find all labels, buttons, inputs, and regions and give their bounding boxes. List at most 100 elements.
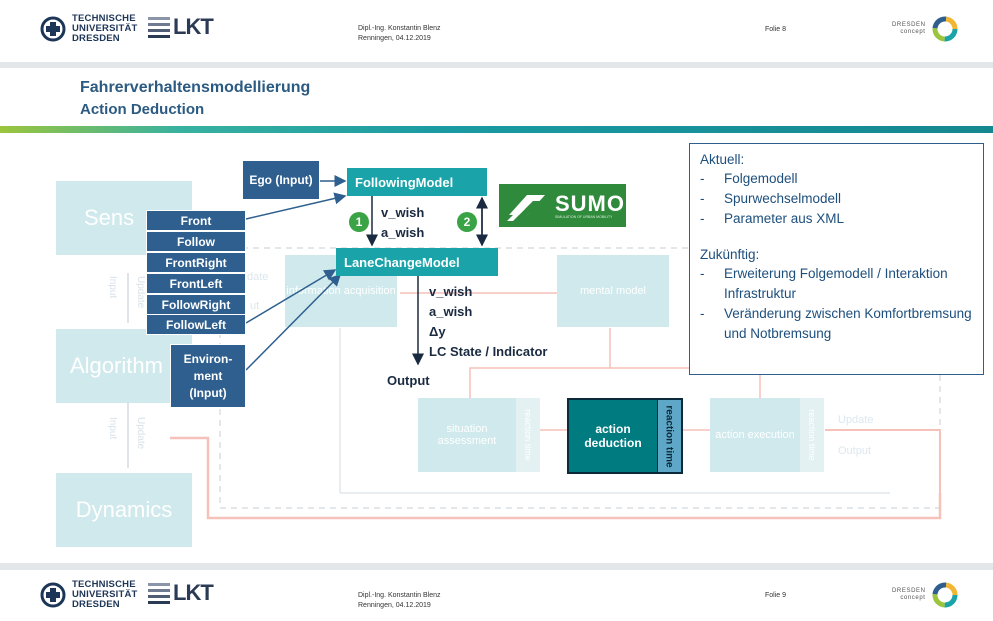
lkt-text: LKT	[173, 14, 214, 39]
fm-out-v-wish: v_wish	[381, 205, 425, 220]
header-date: Renningen, 04.12.2019	[358, 35, 431, 42]
input-follow-right-label: FollowRight	[161, 297, 231, 312]
aktuell-heading: Aktuell:	[700, 152, 745, 167]
bg-update-right: Update	[838, 414, 874, 426]
tud-line-3: DRESDEN	[72, 33, 120, 44]
bg-output-left: ut	[250, 300, 260, 312]
bg-reaction-time-1: reaction time	[516, 398, 540, 472]
input-front-right-label: FrontRight	[165, 255, 227, 270]
input-front-left: FrontLeft	[146, 273, 246, 294]
input-front-label: Front	[180, 213, 212, 228]
footer-tud-line-2: UNIVERSITÄT	[72, 589, 138, 600]
step-2-badge: 2	[457, 212, 477, 232]
action-deduction-block: action deduction reaction time	[567, 398, 683, 474]
slide-title: Fahrerverhaltensmodellierung	[80, 79, 311, 96]
aktuell-item: -Folgemodell	[700, 171, 798, 186]
footer-author: Dipl.-Ing. Konstantin Blenz	[358, 592, 441, 599]
footer-tud-line-1: TECHNISCHE	[72, 579, 136, 590]
lcm-out-a-wish: a_wish	[429, 304, 473, 319]
sumo-text: SUMO	[555, 190, 625, 216]
input-front-left-label: FrontLeft	[169, 276, 223, 291]
bg-action-execution-label: action execution	[715, 429, 795, 441]
bg-sens-label: Sens	[84, 205, 135, 230]
environment-input-box: Environ- ment (Input)	[170, 344, 246, 408]
dd-line-1: DRESDEN	[892, 22, 926, 28]
footer-slide-number: Folie 9	[765, 592, 787, 599]
reaction-time-label: reaction time	[664, 404, 675, 468]
zukunft-item: -Veränderung zwischen Komfortbremsung un…	[700, 306, 972, 341]
dresden-concept-ring-icon	[932, 582, 958, 608]
footer-tud-line-3: DRESDEN	[72, 599, 120, 610]
footer-tud-logo: TECHNISCHE UNIVERSITÄT DRESDEN	[40, 580, 138, 610]
following-model-label: FollowingModel	[355, 174, 454, 190]
footer-lkt-logo: LKT	[148, 580, 214, 606]
bg-mental-model: mental model	[557, 255, 669, 327]
zukunft-item: -Erweiterung Folgemodell / Interaktion I…	[700, 266, 948, 301]
zukunft-list: -Erweiterung Folgemodell / Interaktion I…	[700, 264, 973, 344]
slide-header: TECHNISCHE UNIVERSITÄT DRESDEN LKT Dipl.…	[0, 0, 993, 62]
sumo-subtext: SIMULATION OF URBAN MOBILITY	[555, 214, 613, 219]
header-meta: Dipl.-Ing. Konstantin Blenz Renningen, 0…	[358, 24, 441, 44]
input-front-right: FrontRight	[146, 252, 246, 273]
sumo-emblem-icon	[507, 194, 545, 221]
following-model-box: FollowingModel	[347, 168, 487, 196]
dresden-concept-logo: DRESDEN concept	[892, 14, 960, 44]
bg-output-right: Output	[838, 445, 872, 457]
dd-line-2: concept	[900, 29, 926, 35]
action-deduction-label: action deduction	[584, 422, 642, 450]
aktuell-list: -Folgemodell -Spurwechselmodell -Paramet…	[700, 169, 973, 229]
ego-input-box: Ego (Input)	[242, 160, 320, 200]
lane-change-model-outputs: v_wish a_wish Δy LC State / Indicator	[429, 282, 547, 362]
dresden-concept-ring-icon	[932, 16, 958, 42]
title-accent-bar	[0, 126, 993, 133]
slide-subtitle: Action Deduction	[80, 101, 205, 118]
bg-info-acquisition-label: information acquisition	[286, 285, 396, 297]
footer-dd-line-1: DRESDEN	[892, 588, 926, 594]
aktuell-item: -Spurwechselmodell	[700, 191, 842, 206]
lane-change-model-box: LaneChangeModel	[336, 248, 498, 276]
input-follow-right: FollowRight	[146, 294, 246, 315]
header-slide-number: Folie 8	[765, 26, 787, 33]
footer-lkt-text: LKT	[173, 580, 214, 605]
lcm-out-lc-state: LC State / Indicator	[429, 344, 548, 359]
bg-dynamics-box: Dynamics	[56, 473, 192, 547]
lkt-stripes-icon	[148, 583, 170, 604]
input-follow-label: Follow	[177, 234, 215, 249]
footer-date: Renningen, 04.12.2019	[358, 602, 431, 609]
reaction-time-box: reaction time	[657, 400, 681, 472]
bg-dynamics-label: Dynamics	[75, 497, 173, 522]
bg-reaction-time-1-label: reaction time	[523, 409, 533, 461]
bg-input-1: Input	[107, 276, 118, 299]
sumo-logo: SUMO SIMULATION OF URBAN MOBILITY	[499, 184, 626, 227]
bg-reaction-time-3: reaction time	[800, 398, 824, 472]
input-follow-left-label: FollowLeft	[166, 317, 226, 332]
aktuell-item: -Parameter aus XML	[700, 211, 845, 226]
bg-update-left: date	[247, 271, 269, 283]
environment-line-1: Environ-	[183, 351, 233, 366]
footer-dresden-concept-logo: DRESDEN concept	[892, 580, 960, 610]
bg-reaction-time-3-label: reaction time	[807, 409, 817, 461]
footer-meta: Dipl.-Ing. Konstantin Blenz Renningen, 0…	[358, 591, 441, 611]
tud-line-2: UNIVERSITÄT	[72, 23, 138, 34]
next-slide-header: TECHNISCHE UNIVERSITÄT DRESDEN LKT Dipl.…	[0, 570, 993, 621]
bg-algorithm-box: Algorithm	[56, 329, 192, 403]
header-divider	[0, 62, 993, 68]
fm-out-a-wish: a_wish	[381, 225, 425, 240]
tud-emblem-icon	[40, 582, 66, 608]
bg-algorithm-label: Algorithm	[70, 353, 163, 378]
environment-line-3: (Input)	[189, 385, 227, 400]
tud-logo: TECHNISCHE UNIVERSITÄT DRESDEN	[40, 14, 138, 44]
lcm-out-v-wish: v_wish	[429, 284, 473, 299]
bg-update-1: Update	[135, 276, 146, 309]
following-model-outputs: v_wish a_wish	[381, 203, 424, 243]
bg-situation-assessment-label: situation assessment	[437, 423, 497, 447]
bg-action-execution: action execution	[710, 398, 800, 472]
slide-separator	[0, 563, 993, 570]
footer-dd-line-2: concept	[900, 595, 926, 601]
output-label: Output	[387, 373, 430, 388]
bg-mental-model-label: mental model	[579, 285, 647, 297]
environment-line-2: ment	[193, 368, 223, 383]
ego-input-label: Ego (Input)	[249, 173, 313, 187]
input-follow: Follow	[146, 231, 246, 252]
status-info-panel: Aktuell: -Folgemodell -Spurwechselmodell…	[689, 143, 984, 375]
